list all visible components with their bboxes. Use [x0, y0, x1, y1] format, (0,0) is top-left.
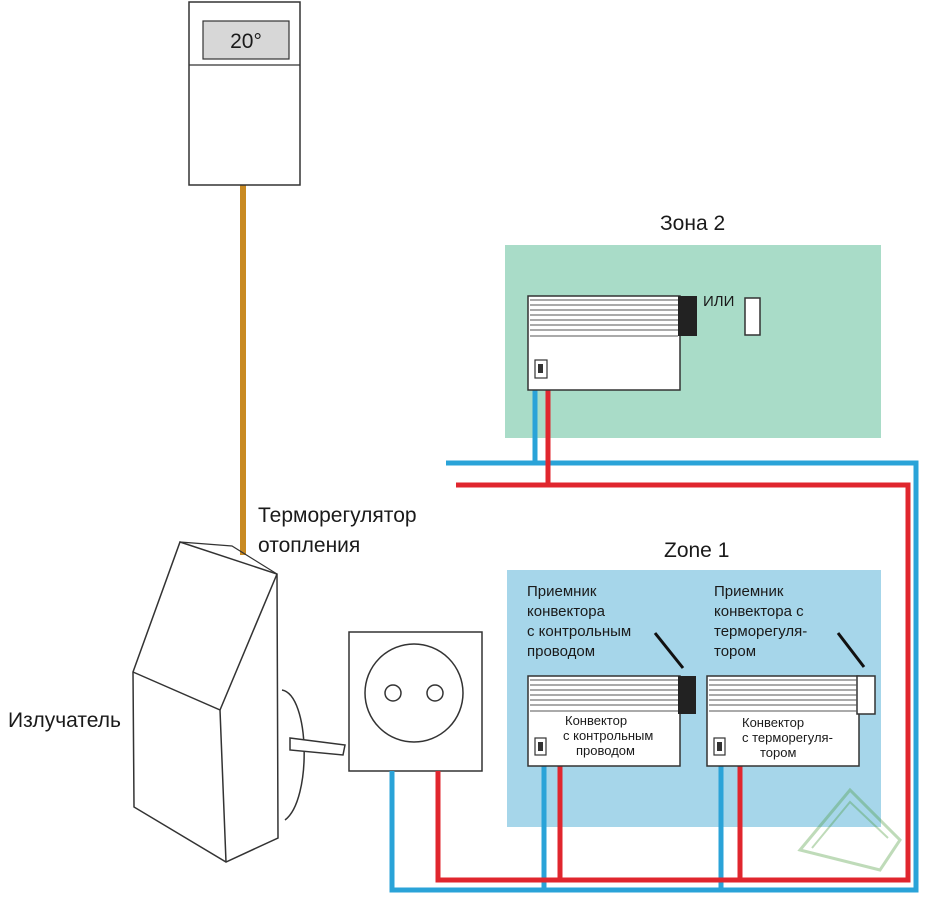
convector-right-line3: тором	[760, 745, 796, 760]
zone2-title: Зона 2	[660, 212, 725, 235]
zone2-alt-box	[744, 297, 761, 336]
convector-right-line2: с терморегуля-	[742, 730, 833, 745]
receiver-left-line4: проводом	[527, 643, 595, 660]
receiver-right-line3: терморегуля-	[714, 623, 807, 640]
receiver-left-line1: Приемник	[527, 583, 597, 600]
radiator-label: Излучатель	[8, 709, 121, 732]
radiator-icon	[132, 541, 346, 863]
receiver-left-line3: с контрольным	[527, 623, 631, 640]
receiver-right-line4: тором	[714, 643, 756, 660]
zone1-title: Zone 1	[664, 539, 729, 562]
convector-left-line1: Конвектор	[565, 713, 627, 728]
thermostat-icon: 20°	[188, 1, 301, 186]
convector-icon	[527, 675, 696, 767]
watermark-logo-icon	[797, 787, 902, 872]
receiver-right-pointer	[836, 632, 866, 668]
thermostat-display: 20°	[230, 30, 262, 53]
blue-wire	[389, 390, 919, 893]
convector-left-line3: проводом	[576, 743, 635, 758]
receiver-right-line1: Приемник	[714, 583, 784, 600]
convector-left-line2: с контрольным	[563, 728, 653, 743]
thermostat-label-line2: отопления	[258, 534, 360, 557]
convector-right-line1: Конвектор	[742, 715, 804, 730]
receiver-left-line2: конвектора	[527, 603, 606, 620]
receiver-right-line2: конвектора с	[714, 603, 804, 620]
convector-icon	[527, 295, 697, 391]
red-wire	[435, 390, 911, 883]
zone2-or-label: ИЛИ	[703, 293, 734, 310]
socket-icon	[348, 631, 483, 772]
receiver-left-pointer	[653, 632, 685, 669]
convector-icon	[706, 675, 876, 767]
thermostat-label-line1: Терморегулятор	[258, 504, 417, 527]
